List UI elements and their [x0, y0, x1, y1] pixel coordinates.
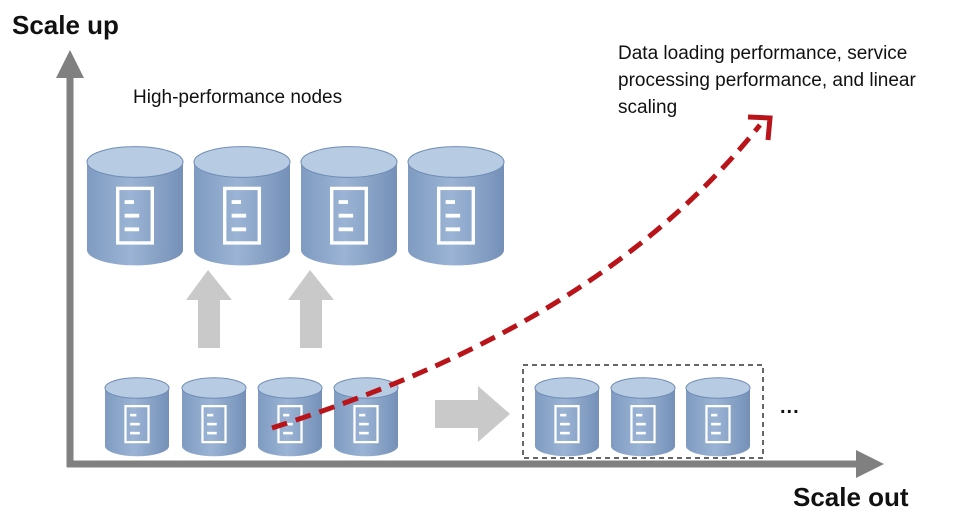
- performance-curve-label: Data loading performance, service proces…: [618, 43, 916, 118]
- right-arrow-icon: [435, 386, 510, 442]
- document-icon: [630, 405, 656, 444]
- high-performance-node: [193, 146, 291, 266]
- document-icon: [554, 405, 580, 444]
- up-arrow-icon: [288, 270, 334, 348]
- more-nodes-ellipsis: ...: [780, 396, 800, 418]
- scale-out-node: [534, 377, 600, 457]
- scale-out-node: [610, 377, 676, 457]
- up-arrow-icon: [186, 270, 232, 348]
- node: [257, 377, 323, 457]
- document-icon: [223, 186, 261, 245]
- high-performance-node: [86, 146, 184, 266]
- document-icon: [201, 405, 227, 444]
- y-axis: [56, 50, 84, 467]
- y-axis-label: Scale up: [12, 10, 119, 40]
- database-nodes: [86, 146, 751, 457]
- document-icon: [116, 186, 154, 245]
- document-icon: [353, 405, 379, 444]
- scale-out-node: [685, 377, 751, 457]
- node: [333, 377, 399, 457]
- x-axis-arrowhead-icon: [856, 450, 884, 478]
- high-performance-node: [407, 146, 505, 266]
- high-performance-nodes-label: High-performance nodes: [133, 87, 343, 108]
- x-axis: [67, 450, 884, 478]
- high-performance-node: [300, 146, 398, 266]
- document-icon: [330, 186, 368, 245]
- document-icon: [705, 405, 731, 444]
- document-icon: [124, 405, 150, 444]
- node: [181, 377, 247, 457]
- document-icon: [437, 186, 475, 245]
- scale-out-group-box: [522, 364, 764, 459]
- curve-arrowhead-icon: [747, 114, 773, 141]
- node: [104, 377, 170, 457]
- x-axis-label: Scale out: [793, 482, 909, 512]
- performance-curve: [271, 114, 773, 431]
- y-axis-arrowhead-icon: [56, 50, 84, 78]
